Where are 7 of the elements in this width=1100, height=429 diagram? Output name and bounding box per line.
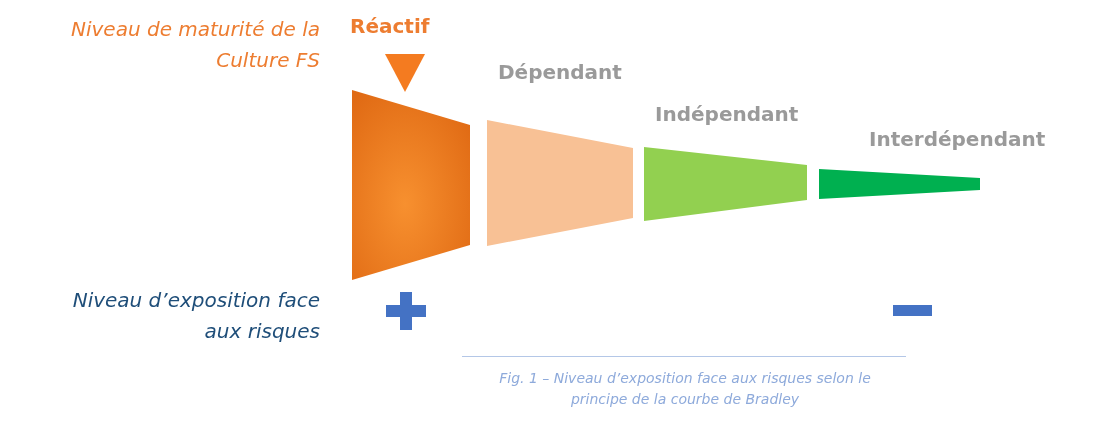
axis-label: Niveau d’exposition face aux risques [71,287,320,345]
axis-label: Niveau de maturité de la Culture FS [70,16,320,74]
stage-label: Interdépendant [869,127,1046,151]
stage-label: Réactif [350,14,430,38]
stage-label: Dépendant [498,60,622,84]
stage-label: Indépendant [655,102,799,126]
figure-caption: Fig. 1 – Niveau d’exposition face aux risques selon le principe de la courbe de Bradley [498,369,872,409]
